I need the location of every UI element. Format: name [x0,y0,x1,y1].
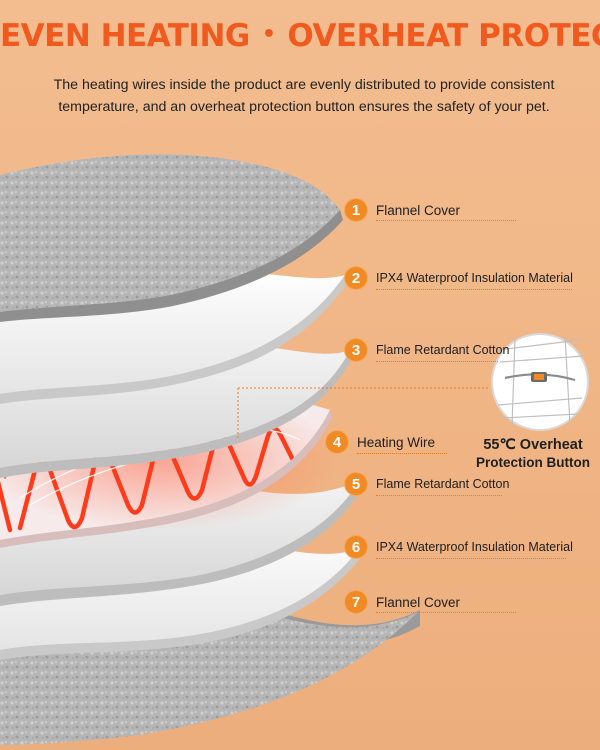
callout-line-2: Protection Button [476,455,590,470]
overheat-protection-callout: 55℃ Overheat Protection Button [476,437,590,471]
page-title: EVEN HEATING • OVERHEAT PROTECTION [0,18,600,54]
marker-label-6: IPX4 Waterproof Insulation Material [376,540,573,554]
title-overheat-protection: OVERHEAT PROTECTION [287,18,600,54]
marker-number-2: 2 [345,267,367,289]
layer-marker-5: 5 Flame Retardant Cotton [345,473,509,495]
marker-number-4: 4 [326,431,348,453]
marker-label-4: Heating Wire [357,434,436,450]
marker-label-2: IPX4 Waterproof Insulation Material [376,271,573,285]
marker-number-5: 5 [345,473,367,495]
marker-number-6: 6 [345,536,367,558]
marker-number-1: 1 [345,199,367,221]
title-even-heating: EVEN HEATING [0,18,250,54]
marker-underline-2 [376,289,572,290]
page-description: The heating wires inside the product are… [53,77,555,115]
marker-label-5: Flame Retardant Cotton [376,477,510,491]
marker-underline-4 [357,453,447,454]
marker-label-7: Flannel Cover [376,594,461,610]
layer-marker-3: 3 Flame Retardant Cotton [345,339,509,361]
marker-label-1: Flannel Cover [376,202,461,218]
marker-label-3: Flame Retardant Cotton [376,343,510,357]
layer-marker-2: 2 IPX4 Waterproof Insulation Material [345,267,573,289]
layer-marker-4: 4 Heating Wire [326,431,435,453]
marker-underline-1 [376,220,516,221]
layer-marker-6: 6 IPX4 Waterproof Insulation Material [345,536,573,558]
title-separator: • [261,22,276,47]
layer-1-flannel-cover [0,154,343,322]
button-magnifier-icon [491,333,589,431]
marker-number-7: 7 [345,591,367,613]
marker-underline-6 [376,558,566,559]
marker-underline-5 [376,495,502,496]
marker-underline-3 [376,361,498,362]
marker-underline-7 [376,612,516,613]
callout-line-1: 55℃ Overheat [483,437,583,453]
layer-marker-1: 1 Flannel Cover [345,199,460,221]
marker-number-3: 3 [345,339,367,361]
layer-marker-7: 7 Flannel Cover [345,591,460,613]
